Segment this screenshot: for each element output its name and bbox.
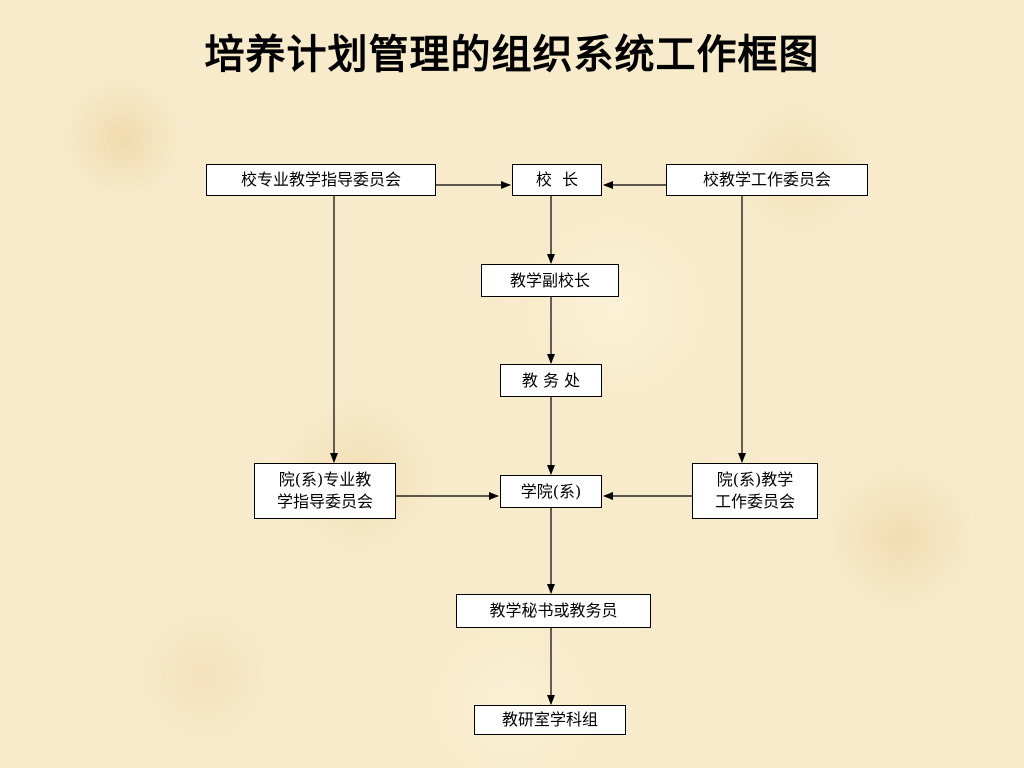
college-major-committee-box: 院(系)专业教 学指导委员会	[254, 463, 396, 519]
college-teaching-committee-box: 院(系)教学 工作委员会	[692, 463, 818, 519]
principal-box: 校 长	[512, 164, 602, 196]
teaching-group-box: 教研室学科组	[474, 705, 626, 735]
school-teaching-committee-box: 校教学工作委员会	[666, 164, 868, 196]
academic-affairs-box: 教 务 处	[500, 364, 602, 397]
page-title: 培养计划管理的组织系统工作框图	[204, 31, 820, 78]
vice-principal-box: 教学副校长	[481, 264, 619, 297]
secretary-box: 教学秘书或教务员	[456, 594, 651, 628]
school-major-committee-box: 校专业教学指导委员会	[206, 164, 436, 196]
college-box: 学院(系)	[500, 475, 602, 508]
